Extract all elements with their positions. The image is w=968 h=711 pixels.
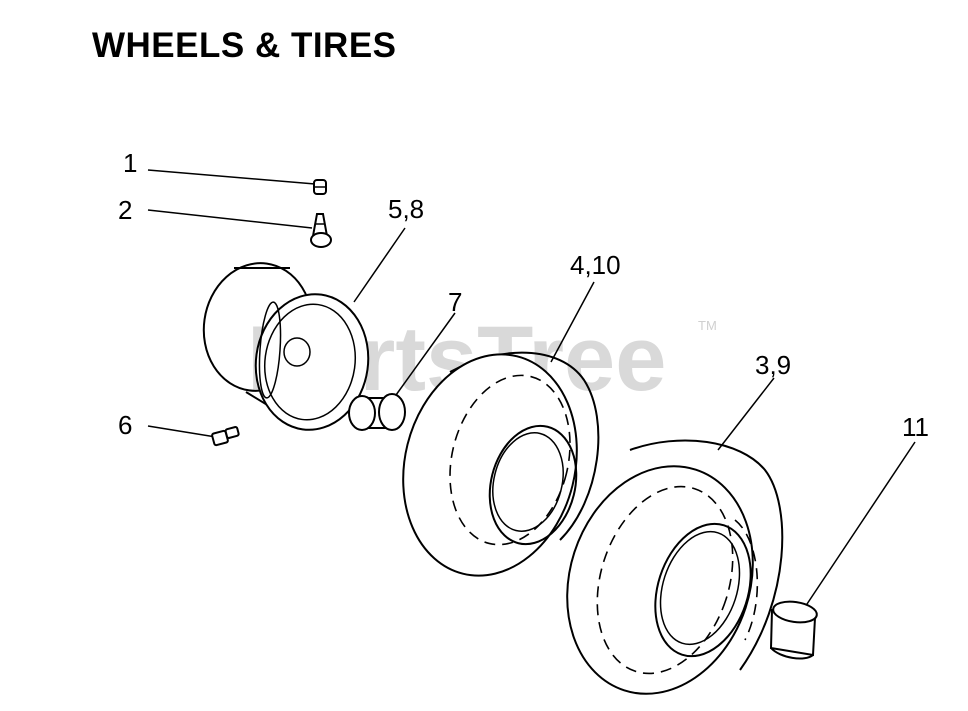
callout-6: 6 bbox=[118, 410, 133, 440]
leader-5-8 bbox=[353, 227, 406, 303]
part-3-9-tire bbox=[566, 439, 784, 695]
callout-3-9: 3,9 bbox=[755, 350, 792, 380]
callout-7: 7 bbox=[448, 287, 463, 317]
callout-1: 1 bbox=[123, 148, 138, 178]
part-4-10-tire bbox=[402, 351, 600, 577]
part-7-bushing bbox=[348, 393, 406, 431]
leader-2 bbox=[147, 209, 313, 229]
callout-11: 11 bbox=[902, 412, 929, 442]
leader-1 bbox=[147, 169, 316, 185]
part-6-grease-fitting bbox=[211, 426, 240, 447]
callout-5-8: 5,8 bbox=[388, 194, 425, 224]
leader-4-10 bbox=[550, 281, 595, 363]
part-1-valve-cap bbox=[313, 179, 327, 195]
leader-lines bbox=[147, 169, 916, 611]
leader-11 bbox=[802, 441, 916, 611]
page-title: WHEELS & TIRES bbox=[92, 26, 397, 65]
watermark-trademark: TM bbox=[698, 318, 717, 333]
callout-4-10: 4,10 bbox=[570, 250, 621, 280]
leader-3-9 bbox=[717, 377, 775, 451]
leader-7 bbox=[395, 312, 456, 396]
leader-6 bbox=[147, 425, 223, 439]
part-5-8-rim bbox=[202, 262, 370, 431]
callout-2: 2 bbox=[118, 195, 133, 225]
part-2-valve-stem bbox=[310, 213, 332, 248]
part-11-cap bbox=[769, 600, 818, 660]
